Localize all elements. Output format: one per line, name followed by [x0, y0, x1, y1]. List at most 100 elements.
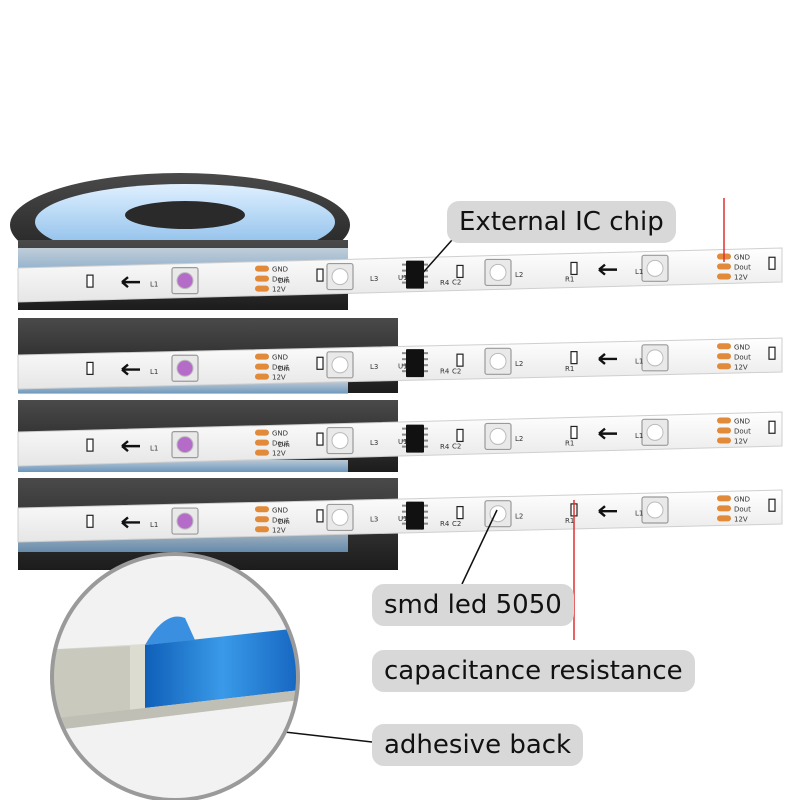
ic-pin [424, 358, 428, 361]
ic-pin [402, 370, 406, 373]
ic-pin [402, 358, 406, 361]
label-gnd: GND [734, 343, 750, 351]
label-din: Din [278, 441, 290, 449]
capacitance-resistance [768, 498, 776, 512]
label-r1: R1 [565, 517, 574, 525]
led-lens [176, 359, 194, 377]
label-12v: 12V [734, 274, 748, 282]
label-dout: Dout [272, 276, 289, 284]
label-l3: L3 [370, 516, 378, 524]
capacitance-resistance [86, 361, 94, 375]
led-lens [331, 356, 349, 374]
external-ic-chip [406, 424, 424, 453]
capacitance-resistance [86, 514, 94, 528]
capacitance-resistance [768, 256, 776, 270]
label-gnd: GND [734, 418, 750, 426]
ic-pin [424, 439, 428, 442]
ic-pin [402, 433, 406, 436]
ic-pin [402, 275, 406, 278]
ic-pin [424, 445, 428, 448]
led-lens [331, 508, 349, 526]
label-l3: L3 [370, 439, 378, 447]
label-din: Din [278, 518, 290, 526]
direction-arrow [121, 516, 140, 529]
ic-pin [424, 269, 428, 272]
capacitance-resistance [86, 274, 94, 288]
ic-pin [424, 263, 428, 266]
led-lens [331, 432, 349, 450]
direction-arrow [598, 505, 617, 518]
direction-arrow [598, 427, 617, 440]
ic-pin [402, 516, 406, 519]
label-l2: L2 [515, 435, 523, 443]
label-l1: L1 [150, 281, 158, 289]
led-lens [331, 268, 349, 286]
label-l1: L1 [635, 357, 643, 365]
label-l2: L2 [515, 271, 523, 279]
direction-arrow [598, 263, 617, 276]
direction-arrow [121, 440, 140, 453]
callout-smd-led: smd led 5050 [372, 584, 574, 626]
solder-pad [717, 437, 731, 444]
capacitance-resistance [768, 420, 776, 434]
ic-pin [402, 510, 406, 513]
label-l1: L1 [635, 509, 643, 517]
solder-pad [255, 373, 269, 380]
ic-pin [424, 504, 428, 507]
label-r4: R4 [440, 279, 450, 287]
ic-pin [402, 522, 406, 525]
led-lens [176, 512, 194, 530]
label-u1: U1 [398, 515, 408, 523]
ic-pin [402, 269, 406, 272]
callout-external-ic-chip: External IC chip [447, 201, 676, 243]
label-l1: L1 [150, 445, 158, 453]
callout-capacitance-resistance: capacitance resistance [372, 650, 695, 692]
label-l2: L2 [515, 512, 523, 520]
ic-pin [424, 275, 428, 278]
label-12v: 12V [734, 438, 748, 446]
label-u1: U1 [398, 274, 408, 282]
callout-adhesive-back: adhesive back [372, 724, 584, 766]
ic-pin [402, 281, 406, 284]
ic-pin [424, 352, 428, 355]
label-c2: C2 [452, 279, 461, 287]
ic-pin [402, 263, 406, 266]
label-12v: 12V [734, 363, 748, 371]
solder-pad [717, 505, 731, 512]
strip-body [17, 247, 783, 303]
led-lens [176, 436, 194, 454]
label-dout: Dout [734, 264, 751, 272]
label-l3: L3 [370, 363, 378, 371]
label-din: Din [278, 277, 290, 285]
solder-pad [255, 353, 269, 360]
capacitance-resistance [456, 428, 464, 443]
solder-pad [717, 363, 731, 370]
solder-pad [717, 273, 731, 280]
ic-chip-leader [411, 239, 453, 286]
ic-pin [424, 364, 428, 367]
ic-pin [424, 427, 428, 430]
label-l1: L1 [635, 432, 643, 440]
led-lens [489, 427, 507, 445]
label-12v: 12V [272, 374, 286, 382]
label-l1: L1 [150, 368, 158, 376]
label-din: Din [278, 365, 290, 373]
label-12v: 12V [272, 286, 286, 294]
label-dout: Dout [272, 364, 289, 372]
label-l2: L2 [515, 360, 523, 368]
solder-pad [717, 427, 731, 434]
label-gnd: GND [272, 506, 288, 514]
label-dout: Dout [272, 516, 289, 524]
ic-pin [424, 522, 428, 525]
led-lens [646, 349, 664, 367]
label-c2: C2 [452, 520, 461, 528]
adhesive-inset [50, 552, 300, 802]
solder-pad [717, 353, 731, 360]
solder-pad [255, 449, 269, 456]
label-l1: L1 [150, 521, 158, 529]
